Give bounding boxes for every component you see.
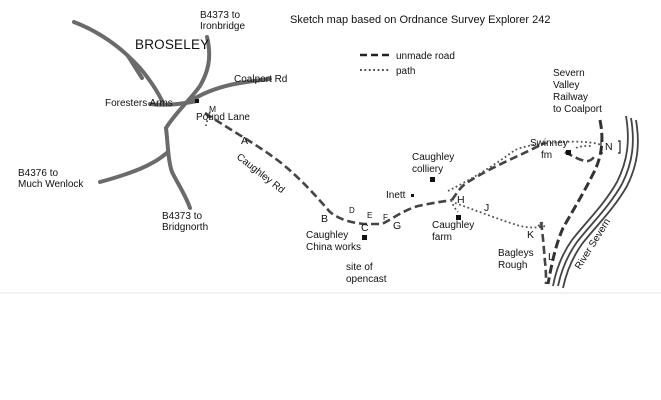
main-roads bbox=[72, 20, 272, 210]
label-foresters-arms: Foresters Arms bbox=[105, 98, 173, 109]
label-opencast: site of opencast bbox=[346, 262, 387, 285]
road-from-northwest bbox=[72, 20, 165, 105]
waypoint-l: L bbox=[548, 251, 554, 263]
label-bagleys-rough: Bagleys Rough bbox=[498, 248, 536, 271]
waypoint-d: D bbox=[349, 206, 355, 215]
road-b4373-bridgnorth bbox=[164, 126, 192, 210]
label-b4373-bridgnorth: B4373 to Bridgnorth bbox=[162, 211, 208, 233]
waypoint-j: J bbox=[484, 202, 489, 214]
path-h-to-farm bbox=[450, 199, 459, 213]
foresters-arms-marker bbox=[195, 99, 199, 103]
map-symbols bbox=[195, 99, 571, 240]
label-railway: Severn Valley Railway to Coalport bbox=[553, 68, 602, 115]
waypoint-c: C bbox=[361, 222, 369, 234]
unmade-roads bbox=[204, 111, 598, 285]
farm-marker bbox=[456, 215, 461, 220]
path-h-to-swinney bbox=[447, 140, 602, 192]
path-swinney-to-n bbox=[575, 145, 592, 149]
legend-path-label: path bbox=[396, 66, 415, 77]
waypoint-g: G bbox=[393, 220, 401, 232]
label-china-works: Caughley China works bbox=[306, 230, 361, 253]
waypoint-letters: M A B C D E F G H J K L N bbox=[209, 104, 613, 263]
colliery-marker bbox=[430, 177, 435, 182]
road-foresters-to-pound-lane bbox=[148, 99, 199, 107]
path-pound-lane-link bbox=[205, 111, 211, 127]
swinney-farm-marker bbox=[566, 150, 571, 155]
road-coalport bbox=[190, 77, 272, 102]
waypoint-f: F bbox=[383, 213, 388, 222]
label-b4373-ironbridge: B4373 to Ironbridge bbox=[200, 10, 245, 32]
footpaths bbox=[205, 111, 602, 229]
waypoint-n: N bbox=[605, 141, 613, 153]
label-broseley: BROSELEY bbox=[135, 37, 209, 52]
road-b4376-much-wenlock bbox=[98, 150, 170, 184]
map-legend: unmade road path bbox=[360, 51, 455, 77]
waypoint-b: B bbox=[321, 213, 328, 225]
label-swinney: Swinney fm bbox=[530, 138, 571, 161]
road-broseley-spur bbox=[126, 54, 144, 80]
caughley-road-unmade bbox=[204, 111, 453, 226]
label-farm: Caughley farm bbox=[432, 220, 477, 243]
river-bank-2 bbox=[557, 117, 634, 287]
river-bank-3 bbox=[562, 119, 639, 289]
inett-marker bbox=[411, 194, 414, 197]
waypoint-h: H bbox=[457, 194, 465, 206]
unmade-road-swinney-spur bbox=[564, 150, 598, 163]
map-title: Sketch map based on Ordnance Survey Expl… bbox=[290, 14, 550, 26]
waypoint-m: M bbox=[209, 104, 216, 114]
label-coalport-rd: Coalport Rd bbox=[234, 74, 287, 85]
label-pound-lane: Pound Lane bbox=[196, 112, 250, 123]
path-k-loop bbox=[537, 221, 545, 227]
unmade-road-h-to-k bbox=[450, 141, 546, 201]
waypoint-n-bracket bbox=[600, 140, 621, 154]
waypoint-a: A bbox=[241, 135, 248, 147]
china-works-marker bbox=[362, 235, 367, 240]
path-h-to-k bbox=[454, 202, 546, 229]
map-background bbox=[0, 0, 661, 293]
label-b4376-much-wenlock: B4376 to Much Wenlock bbox=[18, 168, 84, 190]
river-severn bbox=[552, 115, 639, 289]
road-b4373-ironbridge bbox=[164, 35, 212, 130]
waypoint-e: E bbox=[367, 211, 372, 220]
river-bank-1 bbox=[552, 115, 629, 287]
label-colliery: Caughley colliery bbox=[412, 152, 457, 175]
waypoint-k: K bbox=[527, 229, 534, 241]
label-inett: Inett bbox=[386, 190, 406, 201]
unmade-road-l-south bbox=[539, 221, 548, 285]
legend-unmade-road-label: unmade road bbox=[396, 51, 455, 62]
